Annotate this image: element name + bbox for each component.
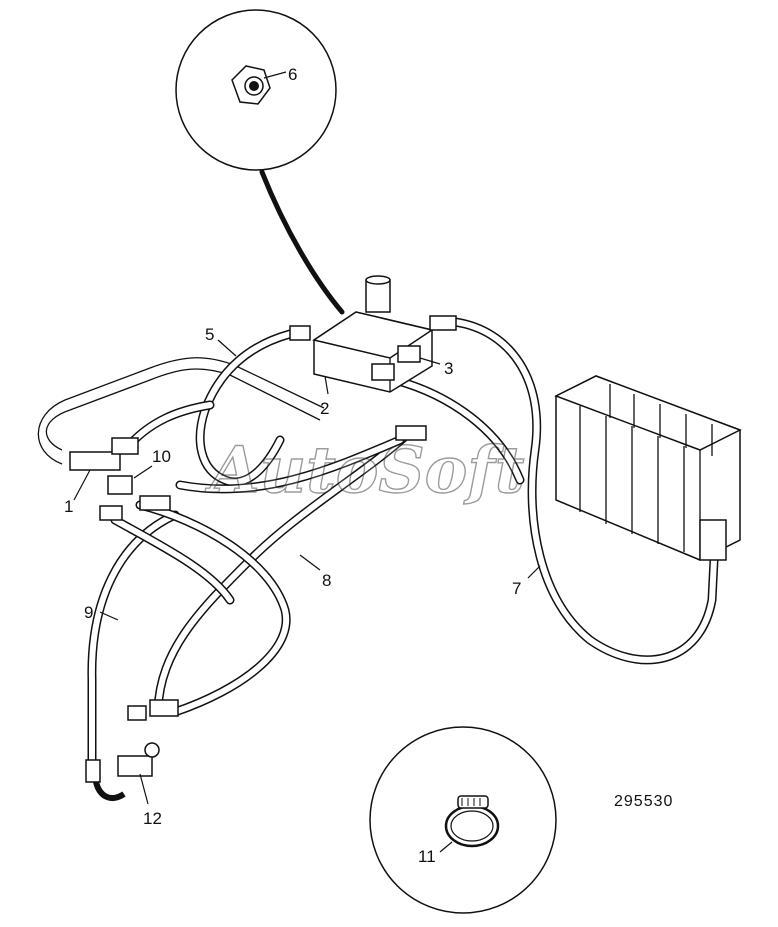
callout-1: 1 [64, 497, 73, 516]
fittings [69, 425, 727, 801]
detail-circle-nut [175, 9, 345, 315]
callout-2: 2 [320, 399, 329, 418]
leader-lines [73, 339, 541, 805]
control-valve-bank [554, 375, 742, 561]
callout-5: 5 [205, 325, 214, 344]
drawing-number: 295530 [614, 793, 673, 810]
callout-10: 10 [152, 447, 171, 466]
callout-11: 11 [418, 847, 436, 866]
callout-3: 3 [444, 359, 453, 378]
elbow-fitting-12-icon [117, 755, 153, 777]
callout-9: 9 [84, 603, 93, 622]
fitting-10-icon [107, 475, 133, 495]
callout-6: 6 [288, 65, 297, 84]
fitting-3-icon [397, 345, 421, 363]
rigid-pipe-loop [37, 357, 325, 465]
watermark: AutoSoft [205, 433, 524, 508]
tee-fitting-1-icon [69, 451, 121, 471]
callout-7: 7 [512, 579, 521, 598]
hoses [87, 317, 719, 770]
callout-12: 12 [143, 809, 162, 828]
valve-block [289, 275, 457, 393]
callout-8: 8 [322, 571, 331, 590]
solenoid-icon [365, 279, 391, 313]
detail-circle-clamp [369, 726, 557, 914]
